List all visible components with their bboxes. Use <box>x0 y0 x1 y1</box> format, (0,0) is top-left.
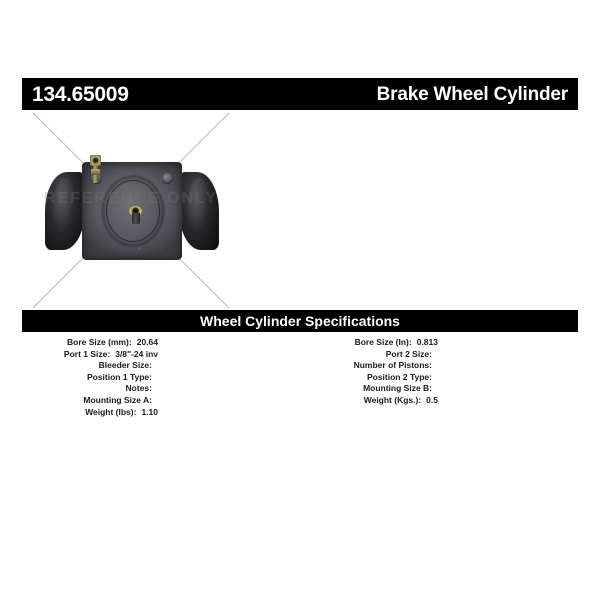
spec-label: Notes: <box>125 383 152 394</box>
spec-value: 0.5 <box>426 394 438 405</box>
specifications-header-bar: Wheel Cylinder Specifications <box>22 310 578 332</box>
spec-label: Mounting Size A: <box>83 394 152 405</box>
spec-row: Position 2 Type: <box>300 372 438 384</box>
image-frame: REFERENCE ONLY <box>32 112 230 309</box>
rubber-boot-left <box>45 172 85 250</box>
spec-row: Bore Size (mm): 20.64 <box>22 337 158 349</box>
spec-label: Bore Size (In): <box>354 337 412 347</box>
bleeder-hex-head <box>90 155 101 166</box>
spec-value: 3/8"-24 inv <box>115 348 158 359</box>
specifications-column-right: Bore Size (In): 0.813 Port 2 Size: Numbe… <box>300 337 578 418</box>
spec-row: Weight (lbs): 1.10 <box>22 407 158 419</box>
spec-label: Weight (Kgs.): <box>363 394 422 405</box>
port-tail <box>132 213 140 224</box>
spec-row: Weight (Kgs.): 0.5 <box>300 395 438 407</box>
port-nut <box>129 206 142 216</box>
spec-label: Mounting Size B: <box>363 383 432 394</box>
spec-row: Bore Size (In): 0.813 <box>300 337 438 349</box>
mounting-bolt-right <box>162 173 173 184</box>
spec-label: Weight (lbs): <box>85 406 137 417</box>
spec-label: Position 1 Type: <box>86 371 152 382</box>
spec-row: Notes: <box>22 383 158 395</box>
boss-ring <box>106 180 160 242</box>
spec-label: Port 1 Size: <box>63 348 111 359</box>
spec-label: Port 2 Size: <box>385 348 432 359</box>
spec-row: Mounting Size A: <box>22 395 158 407</box>
bleeder-collar <box>91 169 100 175</box>
specifications-title: Wheel Cylinder Specifications <box>200 313 400 329</box>
spec-label: Bleeder Size: <box>98 360 152 371</box>
spec-row: Port 2 Size: <box>300 349 438 361</box>
spec-label: Position 2 Type: <box>366 371 432 382</box>
part-number: 134.65009 <box>32 82 129 106</box>
product-spec-sheet: 134.65009 Brake Wheel Cylinder <box>22 78 578 418</box>
spec-row: Number of Pistons: <box>300 360 438 372</box>
outlet-port-fitting <box>129 206 142 224</box>
spec-value: 20.64 <box>136 337 158 347</box>
page-title: Brake Wheel Cylinder <box>376 83 569 105</box>
spec-value: 1.10 <box>141 406 158 417</box>
product-image-area: REFERENCE ONLY <box>22 110 578 310</box>
rubber-boot-right <box>179 172 219 250</box>
spec-label: Number of Pistons: <box>353 360 432 371</box>
specifications-table: Bore Size (mm): 20.64 Port 1 Size: 3/8"-… <box>22 332 578 418</box>
spec-value: 0.813 <box>416 337 438 347</box>
bleeder-screw <box>90 155 101 183</box>
spec-row: Mounting Size B: <box>300 383 438 395</box>
spec-row: Bleeder Size: <box>22 360 158 372</box>
header-bar: 134.65009 Brake Wheel Cylinder <box>22 78 578 110</box>
specifications-column-left: Bore Size (mm): 20.64 Port 1 Size: 3/8"-… <box>22 337 300 418</box>
spec-row: Position 1 Type: <box>22 372 158 384</box>
spec-label: Bore Size (mm): <box>67 337 132 347</box>
spec-row: Port 1 Size: 3/8"-24 inv <box>22 349 158 361</box>
brake-wheel-cylinder-photo <box>44 155 220 262</box>
